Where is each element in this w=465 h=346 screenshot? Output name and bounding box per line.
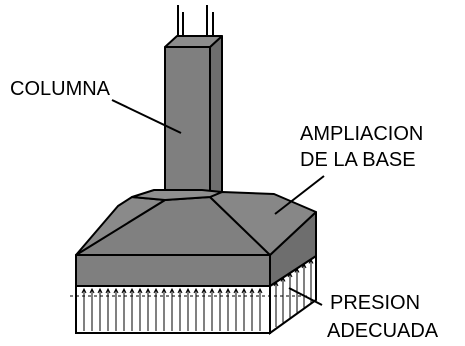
columna-leader — [111, 99, 182, 134]
pressure-arrowhead — [105, 287, 111, 294]
label-presion-line2: ADECUADA — [327, 320, 439, 342]
ampliacion-leader — [274, 175, 325, 215]
label-ampliacion-line2: DE LA BASE — [300, 149, 416, 171]
pressure-arrowhead — [217, 287, 223, 294]
pressure-arrowhead — [81, 287, 87, 294]
pressure-arrows — [81, 258, 314, 331]
label-ampliacion-line1: AMPLIACION — [300, 123, 423, 145]
pressure-arrowhead — [129, 287, 135, 294]
pressure-arrowhead — [137, 287, 143, 294]
pressure-arrowhead — [209, 287, 215, 294]
pressure-arrowhead — [161, 287, 167, 294]
presion-leader — [288, 287, 323, 306]
pressure-arrowhead — [153, 287, 159, 294]
soil-front-face — [75, 285, 271, 334]
pressure-arrowhead — [113, 287, 119, 294]
footing-pyramid-right — [209, 191, 317, 256]
pressure-arrowhead — [89, 287, 95, 294]
footing-slab-front — [75, 254, 271, 287]
footing — [75, 189, 317, 287]
pressure-arrowhead — [225, 287, 231, 294]
pressure-arrowhead — [97, 287, 103, 294]
label-columna: COLUMNA — [10, 78, 111, 100]
leader-lines — [111, 99, 325, 306]
label-presion-line1: PRESION — [330, 292, 420, 314]
pressure-arrowhead — [233, 287, 239, 294]
column — [164, 35, 223, 201]
pressure-arrowhead — [193, 287, 199, 294]
soil-pressure-zone — [70, 254, 317, 335]
pressure-arrowhead — [177, 287, 183, 294]
pressure-arrowhead — [257, 287, 263, 294]
pressure-arrowhead — [185, 287, 191, 294]
pressure-arrowhead — [145, 287, 151, 294]
column-side-face — [209, 35, 223, 198]
column-top-face — [164, 35, 223, 48]
pressure-arrowhead — [169, 287, 175, 294]
column-front-face — [164, 46, 211, 201]
pressure-arrowhead — [241, 287, 247, 294]
pressure-arrowhead — [121, 287, 127, 294]
pressure-arrowhead — [249, 287, 255, 294]
footing-pyramid-back — [131, 189, 223, 201]
pressure-arrowhead — [201, 287, 207, 294]
